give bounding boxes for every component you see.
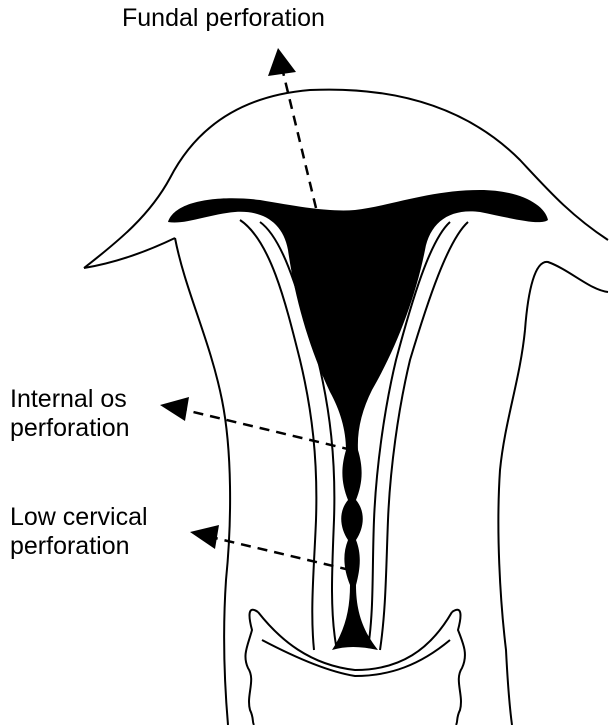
internal-os-perforation-label: Internal os perforation (10, 385, 130, 443)
low-cervical-perforation-arrow-line (215, 538, 350, 570)
low-cervical-label-line-1: Low cervical (10, 503, 148, 532)
fundal-perforation-label: Fundal perforation (122, 4, 325, 33)
fundal-perforation-arrowhead (268, 48, 296, 76)
right-vaginal-wall (452, 610, 465, 725)
right-adnexa-outline (525, 262, 608, 330)
low-cervical-label-line-2: perforation (10, 532, 148, 561)
left-adnexa-outline (84, 238, 175, 268)
internal-os-label-line-2: perforation (10, 414, 130, 443)
left-vaginal-wall (245, 610, 258, 725)
left-uterine-wall-outer (175, 238, 230, 725)
low-cervical-perforation-label: Low cervical perforation (10, 503, 148, 561)
low-cervical-perforation-arrowhead (190, 525, 219, 549)
internal-os-perforation-arrowhead (160, 397, 189, 421)
internal-os-label-line-1: Internal os (10, 385, 130, 414)
internal-os-perforation-arrow-line (185, 410, 352, 450)
fundal-perforation-text: Fundal perforation (122, 4, 325, 33)
right-uterine-wall-outer (498, 330, 525, 725)
